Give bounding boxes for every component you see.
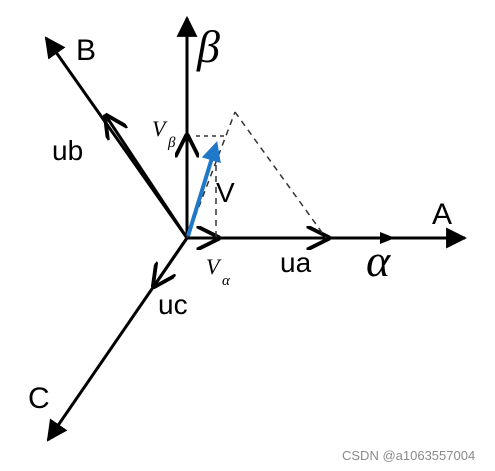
uc-component	[154, 237, 189, 286]
beta-label: β	[196, 21, 220, 72]
v-alpha-base: V	[206, 254, 222, 279]
ub-label: ub	[52, 135, 83, 166]
dashed-triangle-right	[234, 111, 327, 239]
axis-c-label: C	[28, 382, 50, 415]
v-alpha-label: V α	[206, 254, 231, 289]
v-beta-sub: β	[167, 135, 176, 151]
axis-b-label: B	[76, 34, 96, 67]
watermark: CSDN @a1063557004	[342, 448, 475, 463]
alpha-label: α	[366, 235, 391, 286]
v-beta-base: V	[152, 116, 168, 141]
ub-component	[106, 116, 189, 239]
axis-a-label: A	[432, 198, 452, 231]
v-label: V	[216, 177, 235, 208]
alpha-axis-mid-arrow	[380, 232, 395, 244]
v-vector	[186, 141, 221, 237]
uc-label: uc	[158, 289, 188, 320]
ua-label: ua	[280, 247, 312, 278]
v-alpha-sub: α	[222, 273, 231, 289]
v-beta-label: V β	[152, 116, 176, 151]
